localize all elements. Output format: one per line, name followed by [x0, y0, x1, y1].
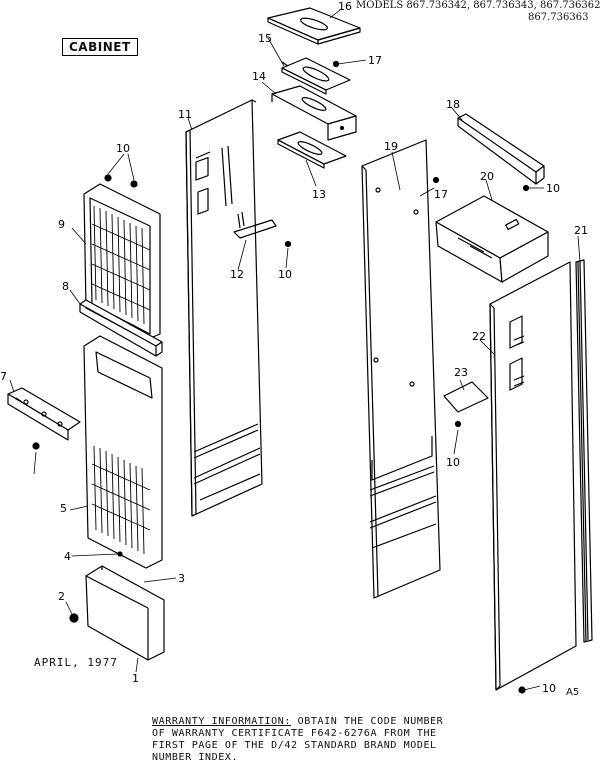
part-13-bottom-plate	[277, 131, 347, 169]
warranty-line-1: WARRANTY INFORMATION: OBTAIN THE CODE NU…	[152, 716, 443, 727]
leader-lines	[9, 9, 581, 691]
callout-15: 15	[258, 32, 272, 45]
callout-numbers: 16 15 17 14 13 11 10 9 8 7 5 4 3 2 1 12 …	[0, 0, 588, 695]
callout-10-panel: 10	[446, 456, 460, 469]
callout-22: 22	[472, 330, 486, 343]
callout-18: 18	[446, 98, 460, 111]
callout-23: 23	[454, 366, 468, 379]
callout-12: 12	[230, 268, 244, 281]
callout-10-grille: 10	[116, 142, 130, 155]
section-label: CABINET	[62, 38, 138, 56]
part-16-top-plate	[267, 7, 361, 45]
callout-19: 19	[384, 140, 398, 153]
callout-8: 8	[62, 280, 69, 293]
callout-10-bottom: 10	[542, 682, 556, 695]
part-18-top-bar	[457, 113, 545, 185]
warranty-line-2: OF WARRANTY CERTIFICATE F642-6276A FROM …	[152, 728, 437, 739]
part-9-upper-grille	[83, 183, 161, 341]
warranty-heading: WARRANTY INFORMATION:	[152, 716, 292, 727]
callout-7: 7	[0, 370, 7, 383]
warranty-line-4: NUMBER INDEX.	[152, 752, 239, 763]
part-20-box-bracket	[435, 195, 549, 283]
page-code: A5	[566, 687, 580, 698]
callout-14: 14	[252, 70, 266, 83]
part-23-clip	[443, 381, 489, 413]
callout-20: 20	[480, 170, 494, 183]
part-1-base	[85, 565, 165, 661]
callout-2: 2	[58, 590, 65, 603]
part-15-slotted-plate	[281, 57, 351, 95]
part-8-bar	[79, 299, 163, 357]
part-11-left-side-panel	[185, 99, 263, 517]
drawing-date: APRIL, 1977	[34, 656, 118, 669]
callout-4: 4	[64, 550, 71, 563]
part-21-trim-strip	[575, 259, 593, 643]
part-5-lower-front-panel	[83, 335, 163, 569]
part-14-bracket	[271, 85, 357, 141]
callout-17-top: 17	[368, 54, 382, 67]
part-19-rear-panel	[361, 139, 441, 599]
models-line-2: 867.736363	[528, 12, 589, 23]
callout-3: 3	[178, 572, 185, 585]
models-line-1: MODELS 867.736342, 867.736343, 867.73636…	[356, 0, 601, 11]
callout-13: 13	[312, 188, 326, 201]
part-7-control-plate	[7, 387, 81, 441]
callout-11: 11	[178, 108, 192, 121]
callout-17-rear: 17	[434, 188, 448, 201]
callout-21: 21	[574, 224, 588, 237]
part-12-clip	[233, 211, 277, 239]
callout-9: 9	[58, 218, 65, 231]
callout-10-bracket: 10	[546, 182, 560, 195]
warranty-line-3: FIRST PAGE OF THE D/42 STANDARD BRAND MO…	[152, 740, 437, 751]
callout-16: 16	[338, 0, 352, 13]
callout-10-clip: 10	[278, 268, 292, 281]
warranty-line-1-text: OBTAIN THE CODE NUMBER	[297, 716, 444, 727]
callout-1: 1	[132, 672, 139, 685]
callout-5: 5	[60, 502, 67, 515]
part-22-right-side-panel	[489, 261, 577, 691]
